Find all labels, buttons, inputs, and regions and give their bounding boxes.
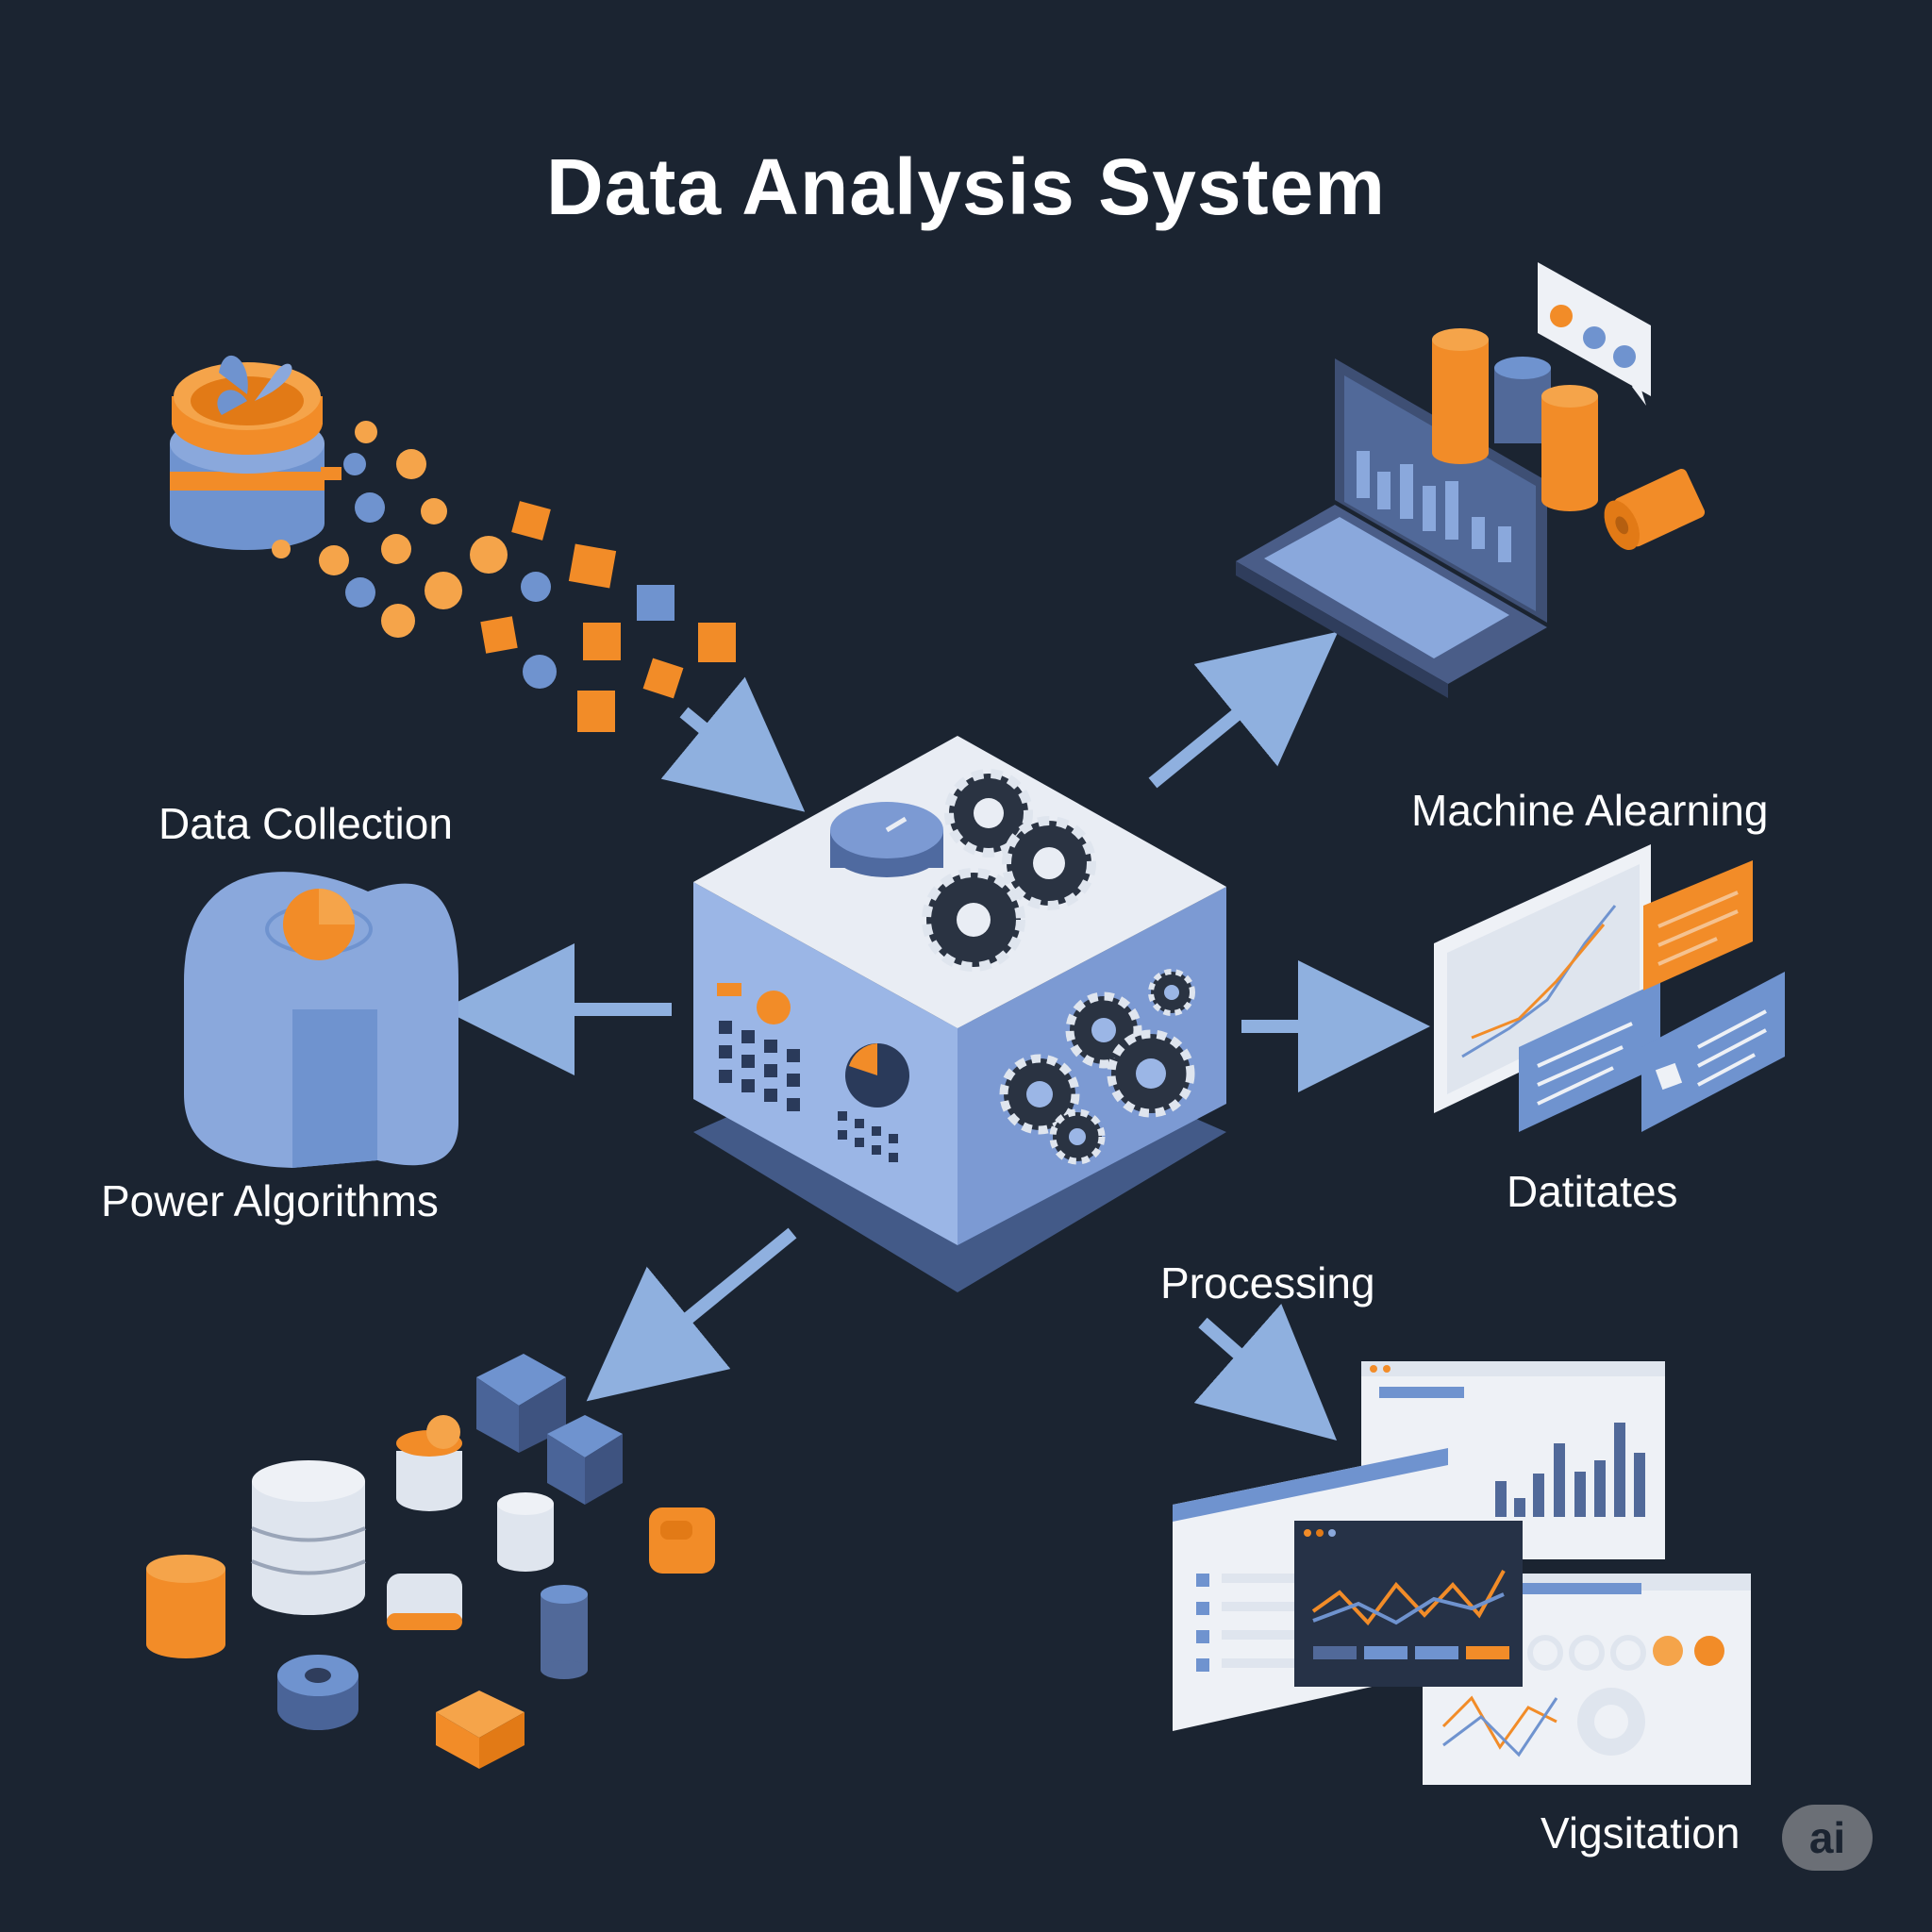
- ai-badge: ai: [1782, 1805, 1873, 1871]
- laptop-analytics-illustration: [1236, 262, 1706, 698]
- arrow-core-to-databases: [586, 1227, 797, 1402]
- label-machine-learning: Machine Alearning: [1411, 786, 1769, 835]
- gear-icon: [1148, 969, 1195, 1016]
- flow-arrows: [442, 631, 1430, 1441]
- gear-icon: [1107, 1029, 1195, 1118]
- arrow-processing-to-dashboards: [1193, 1303, 1338, 1441]
- dashboards-illustration: [1173, 1361, 1751, 1785]
- gear-icon: [999, 1054, 1080, 1135]
- central-processing-cube: [693, 736, 1226, 1292]
- label-datitates: Datitates: [1507, 1167, 1678, 1216]
- database-cluster-illustration: [146, 1354, 715, 1769]
- gear-icon: [1002, 816, 1096, 910]
- storage-unit-illustration: [184, 872, 458, 1168]
- gear-icon: [922, 868, 1025, 972]
- arrow-collection-to-core: [660, 676, 806, 812]
- ml-screens-illustration: [1434, 844, 1785, 1132]
- label-vigsitation: Vigsitation: [1541, 1808, 1740, 1857]
- gear-icon: [944, 769, 1033, 858]
- label-data-collection: Data Collection: [158, 799, 453, 848]
- data-particles: [272, 421, 736, 732]
- arrow-core-to-laptop: [1148, 631, 1339, 789]
- data-source-illustration: [170, 355, 341, 550]
- gear-icon: [1049, 1108, 1106, 1165]
- label-processing: Processing: [1160, 1258, 1375, 1307]
- page-title: Data Analysis System: [546, 142, 1386, 231]
- label-power-algorithms: Power Algorithms: [101, 1176, 439, 1225]
